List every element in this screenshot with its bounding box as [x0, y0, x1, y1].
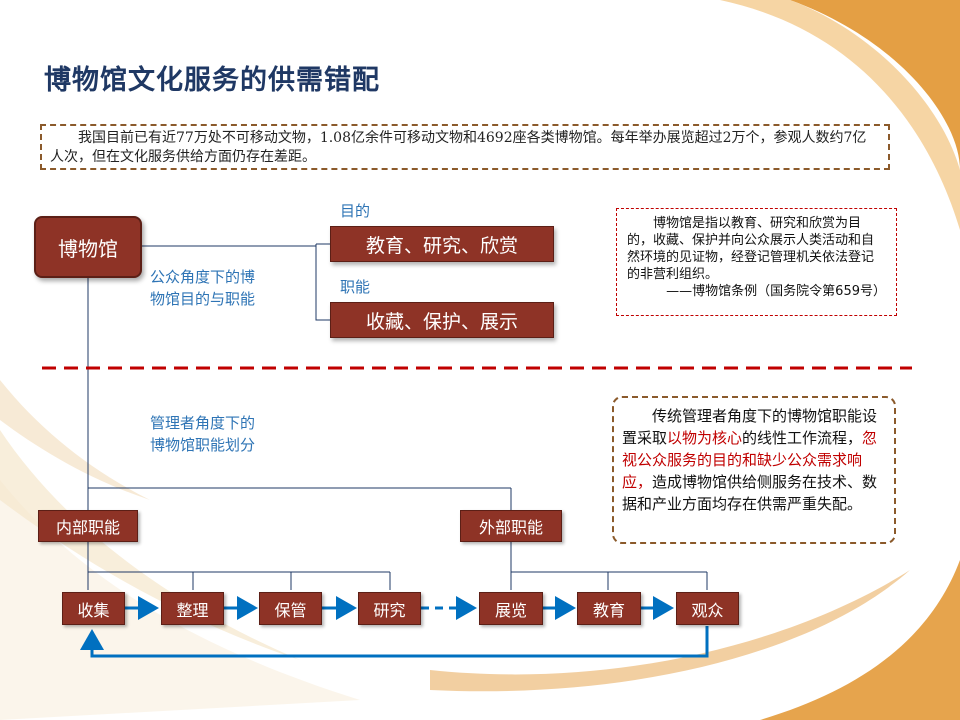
flow-node-collect: 收集: [62, 592, 125, 625]
summary-highlight-2: 忽视公众服务的目的和缺少公众需求响应，: [622, 429, 878, 491]
tree-line-top: [142, 243, 330, 321]
definition-text: 博物馆是指以教育、研究和欣赏为目的，收藏、保护并向公众展示人类活动和自然环境的见…: [627, 216, 875, 282]
function-box: 收藏、保护、展示: [330, 302, 554, 338]
definition-box: 博物馆是指以教育、研究和欣赏为目的，收藏、保护并向公众展示人类活动和自然环境的见…: [616, 208, 897, 316]
tree-line-internal: [87, 542, 391, 590]
tree-line-external: [510, 542, 708, 590]
function-label: 职能: [340, 278, 371, 296]
flow-node-audience: 观众: [676, 592, 739, 625]
tree-line-vertical: [87, 278, 512, 510]
public-view-label: 公众角度下的博 物馆目的与职能: [150, 268, 256, 308]
page-title: 博物馆文化服务的供需错配: [44, 65, 380, 96]
summary-box: 传统管理者角度下的博物馆职能设置采取以物为核心的线性工作流程，忽视公众服务的目的…: [612, 396, 896, 544]
flow-node-educate: 教育: [577, 592, 641, 625]
flow-node-exhibit: 展览: [479, 592, 543, 625]
manager-view-label: 管理者角度下的 博物馆职能划分: [150, 414, 256, 454]
flow-node-organize: 整理: [161, 592, 224, 625]
purpose-box: 教育、研究、欣赏: [330, 226, 554, 262]
internal-function-box: 内部职能: [38, 510, 138, 542]
flow-node-preserve: 保管: [259, 592, 322, 625]
intro-text-box: 我国目前已有近77万处不可移动文物，1.08亿余件可移动文物和4692座各类博物…: [40, 124, 890, 170]
museum-node: 博物馆: [34, 216, 142, 278]
feedback-arrow: [80, 626, 709, 658]
definition-source: ——博物馆条例（国务院令第659号）: [666, 284, 886, 299]
external-function-box: 外部职能: [460, 510, 562, 542]
summary-highlight-1: 以物为核心: [667, 429, 743, 447]
purpose-label: 目的: [340, 202, 371, 220]
flow-node-research: 研究: [358, 592, 421, 625]
